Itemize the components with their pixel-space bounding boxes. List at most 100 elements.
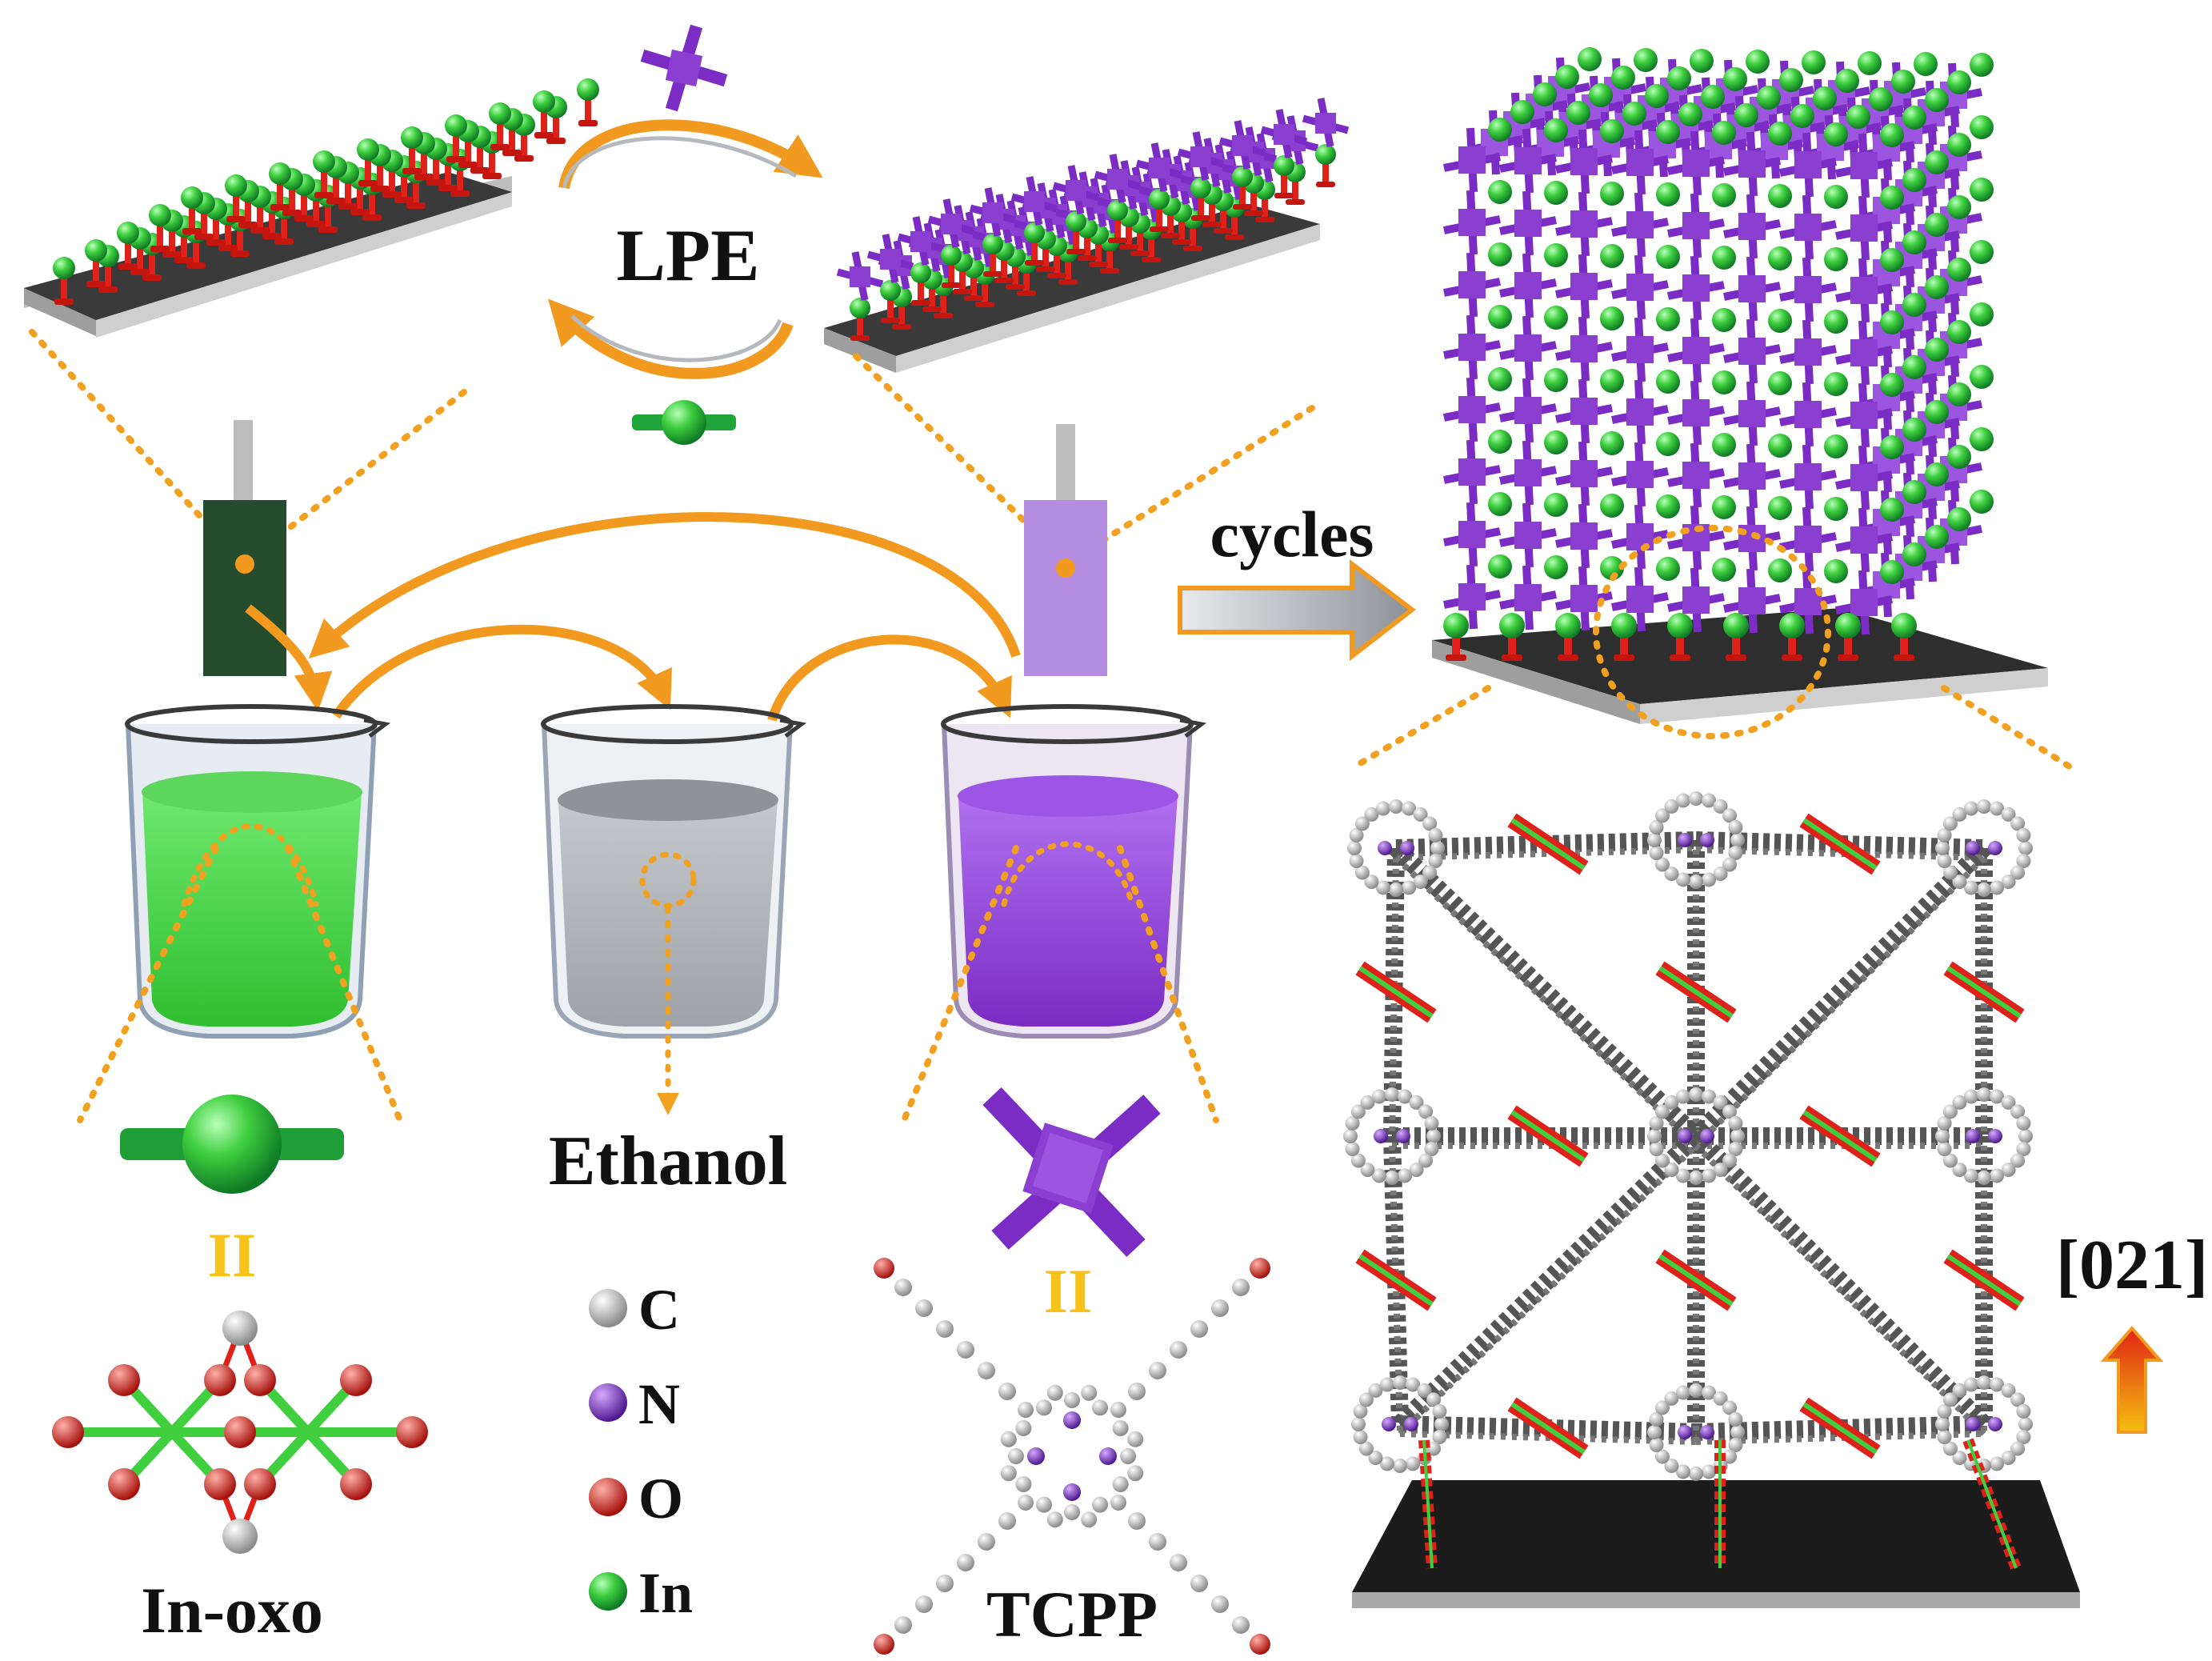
in-oxo-chain [1507, 1397, 1589, 1459]
linker-stud [969, 187, 1017, 277]
dipping-substrate-purple [1024, 424, 1107, 676]
mof-anchor [1667, 613, 1693, 661]
linker-stud [866, 234, 914, 323]
porphyrin-node [1935, 1087, 2033, 1185]
linker-stud [927, 198, 975, 288]
mof-unit [1723, 371, 1792, 446]
in-oxo-stud [401, 126, 423, 174]
mof-unit [1858, 542, 1926, 618]
legend-label: O [638, 1467, 683, 1531]
linker-stud [1094, 154, 1142, 243]
mof-unit [1667, 246, 1736, 321]
porphyrin-node [1647, 1087, 1745, 1185]
in-oxo-stud [53, 257, 75, 305]
mof-unit [1555, 182, 1624, 257]
in-oxo-stud [445, 114, 467, 162]
in-oxo-chain [1655, 1249, 1737, 1311]
linker-stud [836, 251, 884, 341]
porphyrin-node [1347, 799, 1445, 897]
mof-unit [1723, 184, 1792, 259]
legend-item: N [589, 1372, 680, 1436]
mof-unit [1723, 246, 1792, 322]
in-oxo-stud [117, 222, 139, 270]
mof-unit [1555, 244, 1624, 319]
mof-unit [1611, 307, 1680, 382]
in-oxo-node-icon [120, 1095, 344, 1194]
in-oxo-node-icon-top [632, 400, 736, 445]
in-oxo-stud [149, 204, 171, 252]
mof-unit [1667, 183, 1736, 258]
in-oxo-chain [1507, 1105, 1589, 1167]
mof-unit [1499, 118, 1568, 194]
in-oxo-stud [269, 162, 291, 210]
legend-item: C [589, 1278, 680, 1342]
mof-unit [1779, 434, 1848, 510]
mof-unit [1779, 185, 1848, 260]
mof-unit [1443, 180, 1512, 255]
mof-unit [1443, 242, 1512, 318]
legend-swatch [589, 1572, 627, 1611]
mof-anchor [1499, 613, 1525, 661]
mof-unit [1611, 245, 1680, 320]
mof-unit [1835, 498, 1904, 573]
in-oxo-chain [1799, 813, 1881, 875]
mof-unit [1835, 248, 1904, 323]
mof-unit [1443, 492, 1512, 567]
in-oxo-stud [357, 138, 379, 186]
porphyrin-node [1343, 1087, 1441, 1185]
in-oxo-chain [1355, 1249, 1437, 1311]
mof-unit [1835, 123, 1904, 198]
mof-unit [1443, 118, 1512, 193]
mof-unit [1779, 247, 1848, 322]
mof-unit [1667, 121, 1736, 196]
tcpp-linker-icon [982, 1087, 1161, 1258]
legend-item: O [589, 1467, 683, 1531]
mof-unit [1611, 494, 1680, 570]
linker-stud [1052, 165, 1100, 254]
mof-unit [1443, 305, 1512, 380]
process-arrows [245, 512, 1021, 722]
legend-item: In [589, 1561, 693, 1625]
legend-swatch [589, 1383, 627, 1422]
linker-stud [1218, 120, 1266, 210]
linker-stud [897, 216, 945, 306]
mof-unit [1611, 120, 1680, 195]
dipping-substrate-green [203, 420, 286, 676]
mof-unit [1611, 370, 1680, 445]
mof-unit [1667, 370, 1736, 446]
mof-unit [1611, 182, 1680, 258]
beaker-tcpp [941, 704, 1207, 1039]
mof-unit [1443, 554, 1512, 630]
porphyrin-node [1351, 1375, 1449, 1473]
in-oxo-stud [577, 78, 599, 126]
linker-stud [1302, 98, 1350, 187]
in-oxo-chain [1943, 1249, 2025, 1311]
linker-stud [1260, 109, 1308, 198]
mof-unit [1499, 493, 1568, 568]
linker-stud [1135, 142, 1183, 232]
in-oxo-cluster-structure [52, 1311, 428, 1554]
mof-unit [1499, 555, 1568, 630]
mof-unit [1499, 368, 1568, 443]
legend-label: C [638, 1278, 680, 1342]
mof-crystal-structure [1343, 791, 2080, 1608]
mof-unit [1835, 560, 1904, 635]
mof-unit [1611, 557, 1680, 632]
linker-stud [1010, 176, 1058, 266]
in-oxo-stud [313, 150, 335, 198]
in-oxo-stud [85, 239, 107, 287]
atom-legend: CNO In [589, 1278, 693, 1625]
tcpp-linker-icon-top [642, 26, 726, 110]
legend-label: N [638, 1372, 680, 1436]
in-oxo-chain [1943, 961, 2025, 1023]
mof-anchor [1891, 613, 1917, 661]
mof-unit [1555, 431, 1624, 506]
legend-label: In [638, 1561, 693, 1625]
mof-unit [1835, 435, 1904, 510]
ethanol-label: Ethanol [549, 1123, 787, 1200]
mof-unit [1779, 497, 1848, 572]
mof-unit [1835, 310, 1904, 386]
in-oxo-chain [1655, 961, 1737, 1023]
in-oxo-chain [1507, 813, 1589, 875]
